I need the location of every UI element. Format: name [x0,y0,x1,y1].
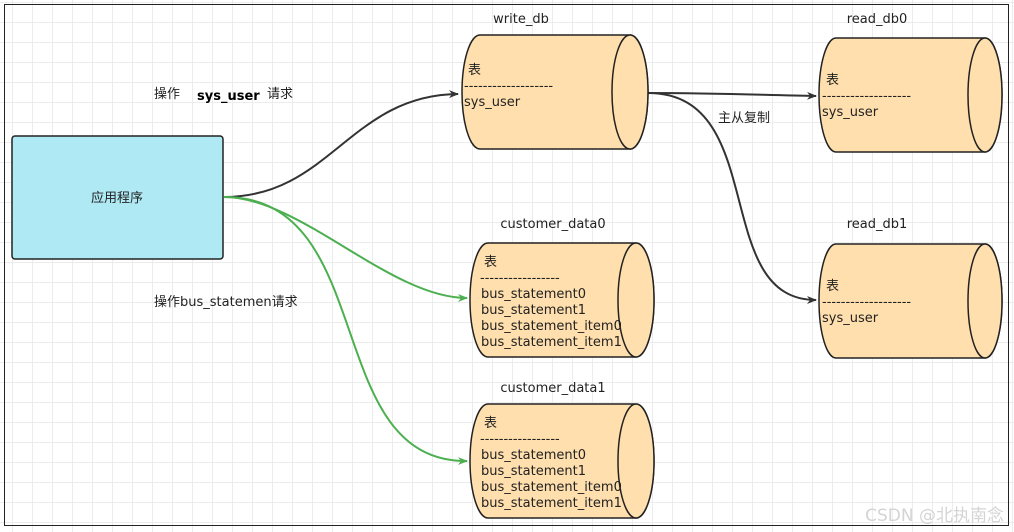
db-table-item: sys_user [464,95,521,110]
db-table-item: bus_statement_item1 [481,335,622,350]
bus-statement-request-label: 操作bus_statemen请求 [154,294,298,310]
edge-app-to-write-db [223,90,459,198]
db-table-item: bus_statement1 [481,303,586,318]
app-node: 应用程序 [11,135,224,260]
db-divider: ------------------- [464,79,553,94]
sys-user-request-suffix: 请求 [267,87,293,102]
db-table-item: bus_statement_item0 [481,480,622,495]
db-divider: ------------------- [822,89,911,104]
db-read-db1: read_db1 表 ------------------- sys_user [818,217,1003,359]
db-customer-data1: customer_data1 表 ----------------- bus_s… [469,381,655,519]
db-divider: ----------------- [480,271,560,286]
db-read-db0: read_db0 表 ------------------- sys_user [818,12,1003,153]
db-name: customer_data0 [500,217,605,232]
sys-user-request-prefix: 操作 [154,86,180,102]
db-customer-data0: customer_data0 表 ----------------- bus_s… [469,217,655,358]
db-name: customer_data1 [500,381,605,396]
db-table-item: bus_statement0 [481,448,586,463]
db-name: read_db0 [847,12,908,27]
db-table-header: 表 [484,255,497,270]
db-table-item: bus_statement_item0 [481,319,622,334]
db-name: write_db [493,12,549,27]
db-table-header: 表 [468,63,481,78]
db-table-item: bus_statement_item1 [481,496,622,511]
edge-write-to-read-db0 [647,91,817,100]
db-divider: ----------------- [480,432,560,447]
edge-app-to-customer-data0 [223,196,468,302]
db-table-header: 表 [826,279,839,294]
db-table-item: bus_statement0 [481,287,586,302]
sys-user-request-table: sys_user [197,89,260,104]
db-table-item: sys_user [822,105,879,120]
db-table-header: 表 [826,73,839,88]
app-label: 应用程序 [91,190,143,206]
db-write-db: write_db 表 ------------------- sys_user [461,12,649,150]
edge-app-to-customer-data1 [223,196,468,466]
replication-label: 主从复制 [718,111,770,126]
db-table-item: bus_statement1 [481,464,586,479]
db-table-header: 表 [484,416,497,431]
db-divider: ------------------- [822,295,911,310]
db-name: read_db1 [847,217,908,232]
watermark: CSDN @北执南念 [865,505,1004,526]
db-table-item: sys_user [822,311,879,326]
edge-write-to-read-db1 [647,92,817,304]
